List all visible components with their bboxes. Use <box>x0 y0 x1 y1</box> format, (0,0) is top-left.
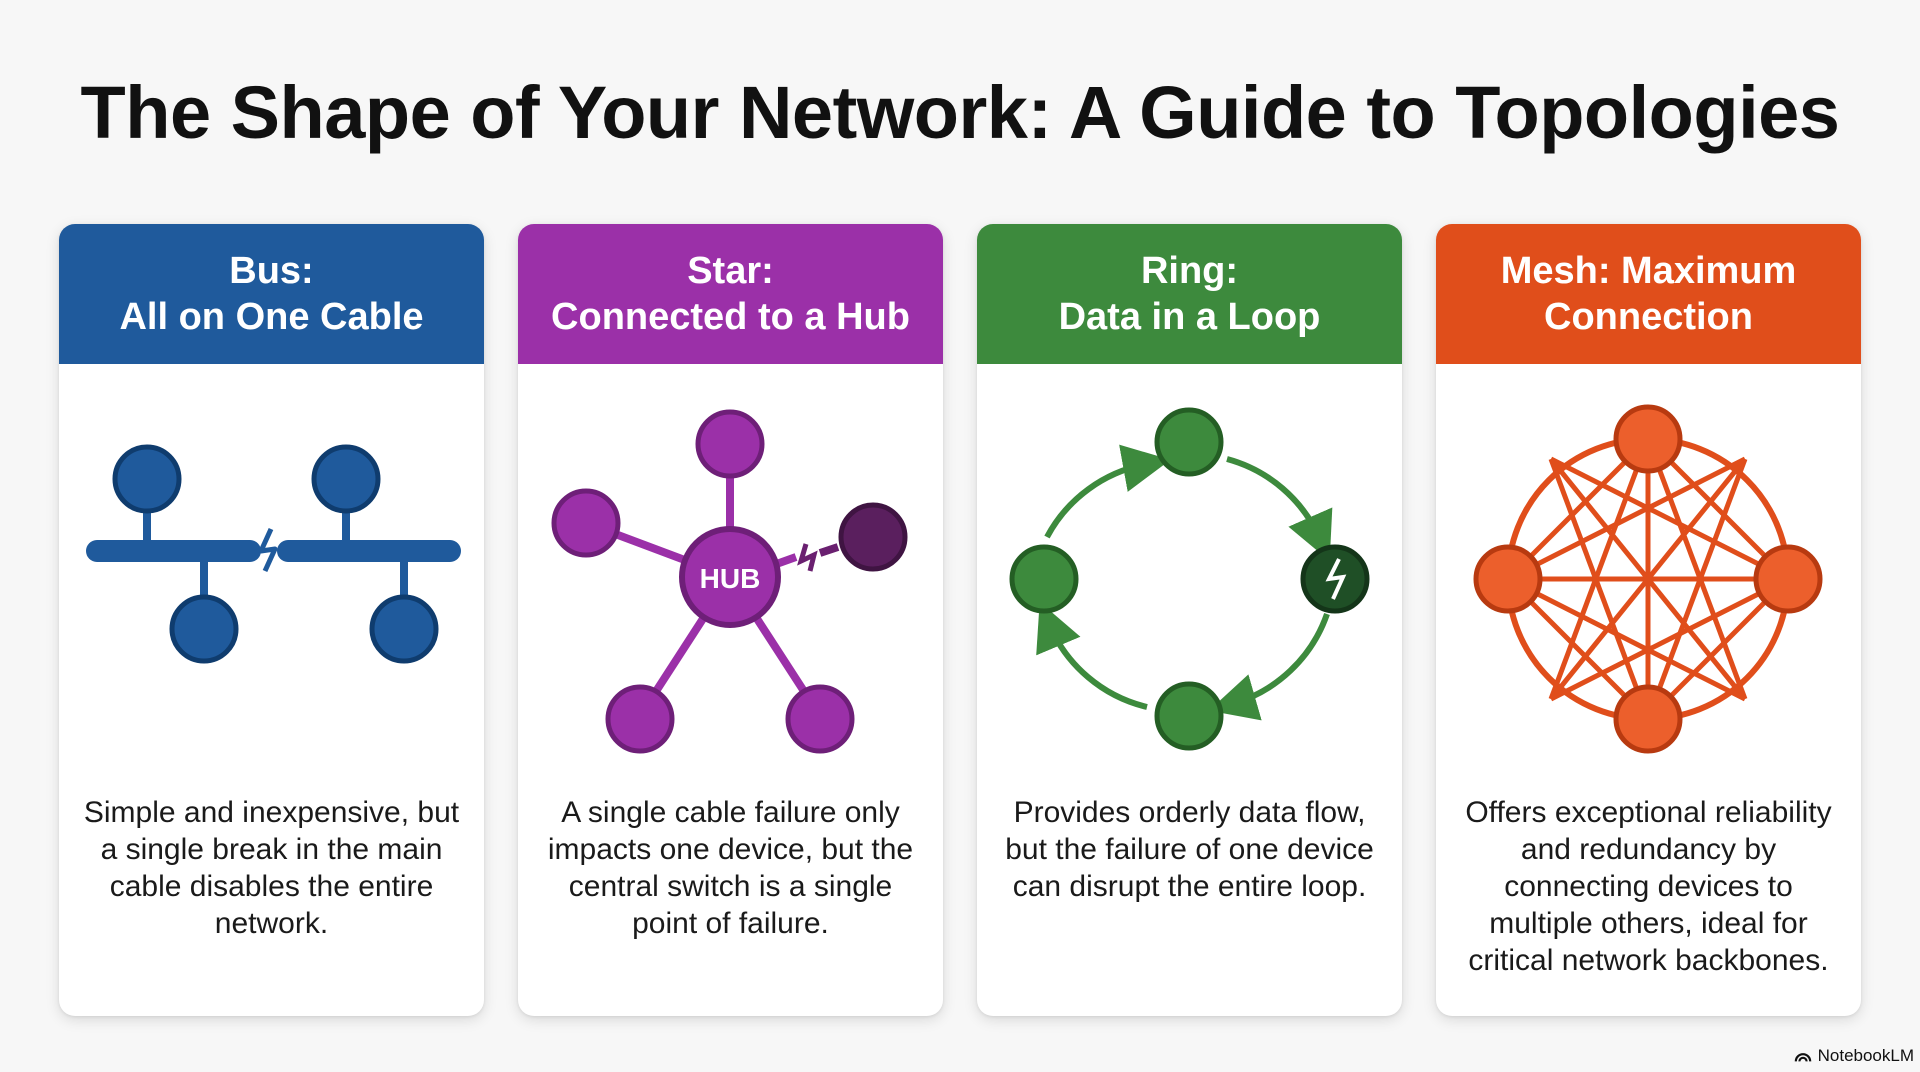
card-title-line2: All on One Cable <box>119 296 424 338</box>
card-description-mesh: Offers exceptional reliability and redun… <box>1465 796 1832 977</box>
topology-cards: Bus: All on One Cable <box>59 224 1861 1016</box>
card-header-ring: Ring: Data in a Loop <box>977 224 1402 364</box>
hub-label: HUB <box>700 563 761 594</box>
brand-watermark: NotebookLM <box>1794 1046 1914 1066</box>
card-ring: Ring: Data in a Loop <box>977 224 1402 1016</box>
ring-topology-icon <box>977 389 1402 789</box>
card-title-line2: Connected to a Hub <box>551 296 910 338</box>
card-title-line2: Connection <box>1544 296 1753 338</box>
card-header-star: Star: Connected to a Hub <box>518 224 943 364</box>
card-bus: Bus: All on One Cable <box>59 224 484 1016</box>
card-star: Star: Connected to a Hub <box>518 224 943 1016</box>
card-header-bus: Bus: All on One Cable <box>59 224 484 364</box>
card-title-line1: Star: <box>687 250 774 292</box>
card-description-star: A single cable failure only impacts one … <box>547 796 914 940</box>
card-mesh: Mesh: Maximum Connection <box>1436 224 1861 1016</box>
card-title-line1: Mesh: Maximum <box>1500 250 1797 292</box>
notebooklm-logo-icon <box>1794 1053 1811 1062</box>
card-description-bus: Simple and inexpensive, but a single bre… <box>83 796 460 940</box>
card-title-line2: Data in a Loop <box>1058 296 1321 338</box>
card-description-ring: Provides orderly data flow, but the fail… <box>1005 796 1374 903</box>
mesh-topology-icon <box>1436 389 1861 789</box>
card-title-line1: Ring: <box>1140 250 1239 292</box>
star-topology-icon: HUB <box>518 389 943 789</box>
card-title-line1: Bus: <box>229 250 314 292</box>
card-header-mesh: Mesh: Maximum Connection <box>1436 224 1861 364</box>
page-title: The Shape of Your Network: A Guide to To… <box>80 71 1840 154</box>
brand-label: NotebookLM <box>1817 1046 1914 1065</box>
bus-topology-icon <box>59 389 484 789</box>
